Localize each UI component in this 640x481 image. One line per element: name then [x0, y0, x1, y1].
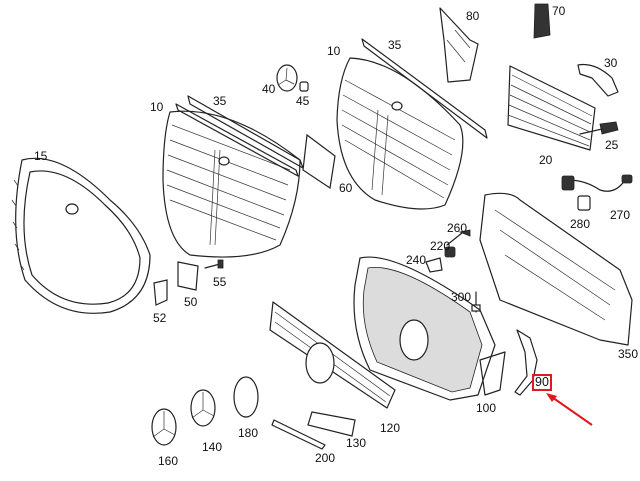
part-70-sensor [533, 3, 551, 39]
callout-10-left[interactable]: 10 [150, 100, 164, 114]
fasteners-group [425, 229, 481, 313]
callout-25[interactable]: 25 [605, 138, 619, 152]
callout-200[interactable]: 200 [315, 451, 336, 465]
callout-35-left[interactable]: 35 [213, 94, 227, 108]
callout-120[interactable]: 120 [380, 421, 401, 435]
part-100-mesh-grille [353, 256, 506, 401]
part-80-bracket [439, 7, 479, 83]
callout-40[interactable]: 40 [262, 82, 276, 96]
callout-270[interactable]: 270 [610, 208, 631, 222]
callout-280[interactable]: 280 [570, 217, 591, 231]
callout-80[interactable]: 80 [466, 9, 480, 23]
callout-70[interactable]: 70 [552, 4, 566, 18]
parts-50-52-55 [153, 259, 224, 306]
callout-90-highlighted[interactable]: 90 [532, 374, 552, 391]
part-40-emblem [276, 64, 309, 92]
callout-60[interactable]: 60 [339, 181, 353, 195]
callout-350[interactable]: 350 [618, 347, 639, 361]
callout-240[interactable]: 240 [406, 253, 427, 267]
callout-10-right[interactable]: 10 [327, 44, 341, 58]
part-350-carrier [479, 192, 633, 346]
part-120-trim [269, 301, 396, 409]
part-270-wire [561, 174, 633, 211]
part-20-air-shutter [507, 65, 596, 151]
part-10-grille-left [162, 95, 304, 258]
callout-260[interactable]: 260 [447, 221, 468, 235]
callout-30[interactable]: 30 [604, 56, 618, 70]
part-180-ring [233, 376, 259, 418]
callout-55[interactable]: 55 [213, 275, 227, 289]
callout-180[interactable]: 180 [238, 426, 259, 440]
part-30-bracket [577, 63, 619, 97]
callout-35-right[interactable]: 35 [388, 38, 402, 52]
part-140-emblem [190, 389, 216, 427]
callout-45[interactable]: 45 [296, 94, 310, 108]
callout-300[interactable]: 300 [451, 290, 472, 304]
part-200-strip [271, 419, 326, 450]
callout-52[interactable]: 52 [153, 311, 167, 325]
callout-100[interactable]: 100 [476, 401, 497, 415]
callout-130[interactable]: 130 [346, 436, 367, 450]
callout-160[interactable]: 160 [158, 454, 179, 468]
part-160-emblem [151, 408, 177, 446]
callout-50[interactable]: 50 [184, 295, 198, 309]
part-60-cover [302, 133, 336, 190]
callout-220[interactable]: 220 [430, 239, 451, 253]
part-10-grille-right [336, 38, 488, 210]
part-15-trim-frame [11, 157, 151, 314]
part-130-bracket [307, 411, 356, 437]
callout-15[interactable]: 15 [34, 149, 48, 163]
part-25-screw [579, 121, 619, 135]
part-90-bracket [514, 329, 538, 396]
highlight-arrow [546, 393, 593, 426]
callout-140[interactable]: 140 [202, 440, 223, 454]
callout-20[interactable]: 20 [539, 153, 553, 167]
